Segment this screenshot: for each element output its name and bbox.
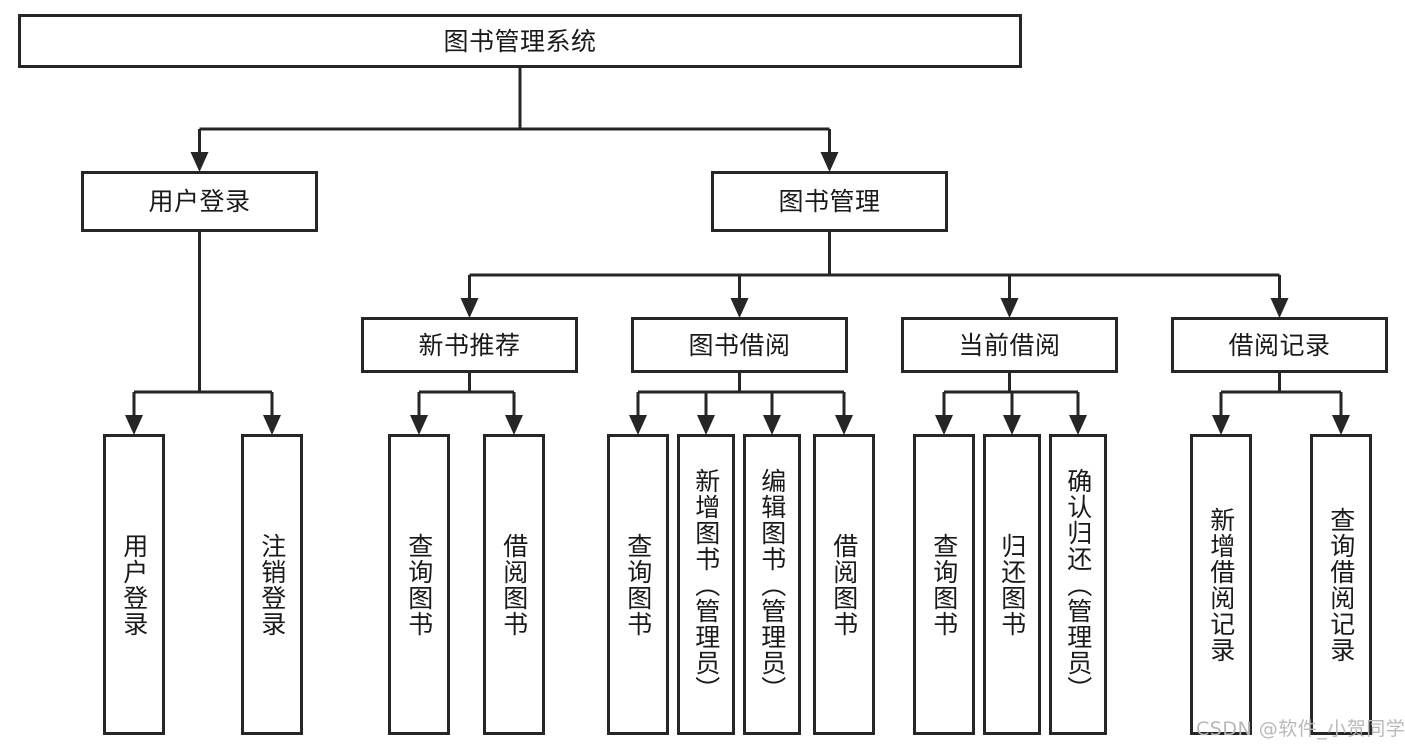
node-leaf-borrow-book-recommend[interactable]: 借阅图书 — [483, 434, 545, 735]
node-label: 新增图书（管理员） — [691, 467, 721, 702]
node-label: 查询图书 — [623, 532, 653, 637]
node-book-borrow[interactable]: 图书借阅 — [631, 317, 848, 373]
node-label: 查询图书 — [929, 532, 959, 637]
node-label: 确认归还（管理员） — [1063, 467, 1093, 702]
node-user-login-module[interactable]: 用户登录 — [81, 171, 318, 232]
node-leaf-return-book[interactable]: 归还图书 — [983, 434, 1041, 735]
node-label: 借阅记录 — [1228, 330, 1331, 360]
node-leaf-borrow-book[interactable]: 借阅图书 — [813, 434, 875, 735]
node-leaf-query-book-current[interactable]: 查询图书 — [913, 434, 975, 735]
node-leaf-query-book[interactable]: 查询图书 — [607, 434, 669, 735]
node-leaf-query-borrow-record[interactable]: 查询借阅记录 — [1310, 434, 1372, 735]
node-label: 图书管理 — [778, 187, 881, 216]
node-label: 新增借阅记录 — [1206, 506, 1236, 663]
node-label: 借阅图书 — [499, 532, 529, 637]
node-label: 归还图书 — [997, 532, 1027, 637]
node-leaf-query-book-recommend[interactable]: 查询图书 — [388, 434, 450, 735]
node-label: 用户登录 — [148, 187, 251, 216]
node-label: 图书管理系统 — [443, 26, 597, 56]
node-label: 当前借阅 — [958, 330, 1061, 360]
node-leaf-add-book-admin[interactable]: 新增图书（管理员） — [677, 434, 735, 735]
watermark-text: CSDN @软件_小贺同学 — [1196, 718, 1405, 740]
node-label: 查询借阅记录 — [1326, 506, 1356, 663]
node-book-management-module[interactable]: 图书管理 — [711, 171, 948, 232]
node-label: 用户登录 — [119, 532, 149, 637]
node-label: 借阅图书 — [829, 532, 859, 637]
node-label: 新书推荐 — [418, 330, 521, 360]
node-root[interactable]: 图书管理系统 — [18, 14, 1022, 68]
node-current-borrow[interactable]: 当前借阅 — [901, 317, 1118, 373]
node-label: 编辑图书（管理员） — [757, 467, 787, 702]
node-leaf-edit-book-admin[interactable]: 编辑图书（管理员） — [743, 434, 801, 735]
node-leaf-logout[interactable]: 注销登录 — [241, 434, 303, 735]
node-leaf-user-login[interactable]: 用户登录 — [103, 434, 165, 735]
node-leaf-add-borrow-record[interactable]: 新增借阅记录 — [1190, 434, 1252, 735]
node-new-book-recommend[interactable]: 新书推荐 — [361, 317, 578, 373]
node-label: 注销登录 — [257, 532, 287, 637]
node-leaf-confirm-return-admin[interactable]: 确认归还（管理员） — [1049, 434, 1107, 735]
node-label: 图书借阅 — [688, 330, 791, 360]
node-borrow-records[interactable]: 借阅记录 — [1171, 317, 1388, 373]
node-label: 查询图书 — [404, 532, 434, 637]
